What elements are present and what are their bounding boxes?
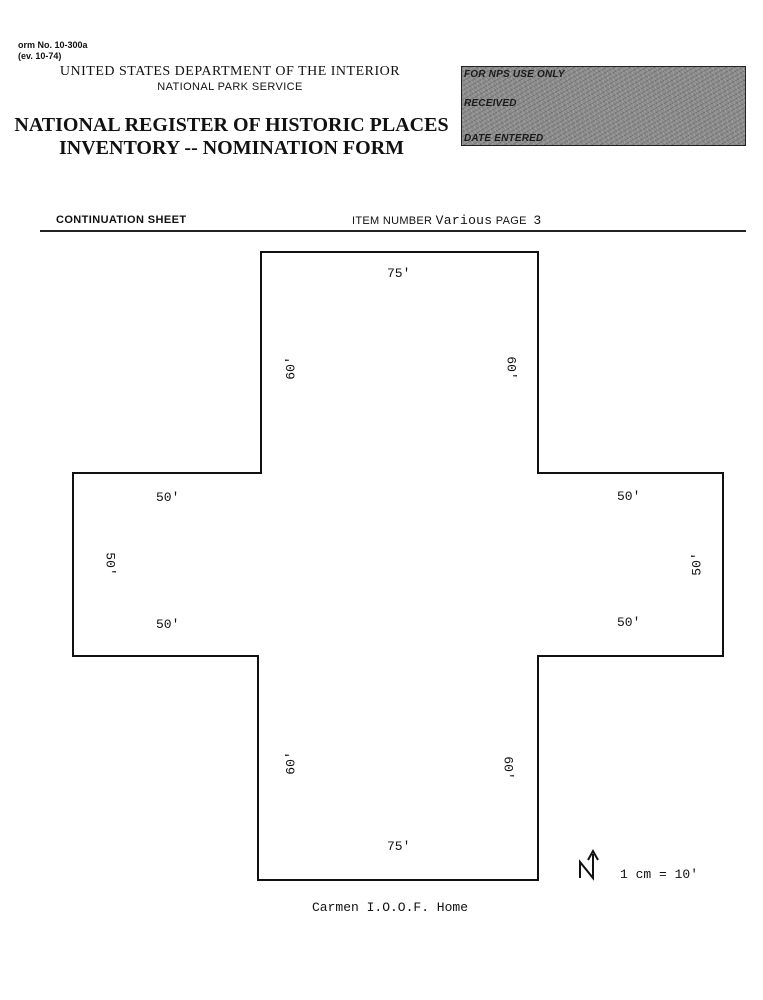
form-title-line2: INVENTORY -- NOMINATION FORM — [58, 137, 405, 159]
form-number: orm No. 10-300a(ev. 10-74) — [18, 40, 88, 62]
nps-use-only-box: FOR NPS USE ONLY RECEIVED DATE ENTERED — [461, 66, 746, 146]
date-entered-label: DATE ENTERED — [464, 133, 544, 144]
bottom-width-dimension: 75' — [387, 839, 411, 854]
upper-arm-left-dimension: 60' — [283, 356, 299, 380]
west-arm-bottom-dimension: 50' — [156, 617, 180, 632]
north-arrow-icon — [579, 848, 599, 881]
item-number-value: Various — [435, 213, 493, 228]
item-number-label: ITEM NUMBER — [352, 215, 433, 227]
plan-caption: Carmen I.O.O.F. Home — [311, 900, 469, 915]
nps-use-only-label: FOR NPS USE ONLY — [464, 69, 565, 80]
page-value: 3 — [533, 213, 542, 228]
department-heading: UNITED STATES DEPARTMENT OF THE INTERIOR — [59, 64, 401, 79]
lower-arm-left-dimension: 60' — [283, 751, 299, 775]
top-width-dimension: 75' — [387, 266, 411, 281]
form-title-line1: NATIONAL REGISTER OF HISTORIC PLACES — [14, 114, 449, 136]
form-number-line2: (ev. 10-74) — [18, 51, 62, 61]
east-arm-top-dimension: 50' — [617, 489, 641, 504]
lower-arm-right-dimension: 60' — [500, 756, 516, 780]
form-number-line1: orm No. 10-300a — [18, 40, 88, 50]
agency-heading: NATIONAL PARK SERVICE — [157, 81, 303, 93]
received-label: RECEIVED — [464, 98, 517, 109]
east-arm-end-dimension: 50' — [689, 552, 705, 576]
continuation-rule — [40, 211, 746, 232]
form-title: NATIONAL REGISTER OF HISTORIC PLACES INV… — [0, 114, 463, 160]
item-number-field: ITEM NUMBER Various PAGE 3 — [352, 213, 542, 228]
page-label: PAGE — [495, 215, 527, 227]
west-arm-end-dimension: 50' — [102, 552, 118, 576]
continuation-sheet-label: CONTINUATION SHEET — [56, 214, 187, 226]
scale-note: 1 cm = 10' — [620, 867, 699, 882]
cross-plan-outline — [72, 251, 724, 881]
east-arm-bottom-dimension: 50' — [617, 615, 641, 630]
west-arm-top-dimension: 50' — [156, 490, 180, 505]
upper-arm-right-dimension: 60' — [503, 356, 519, 380]
